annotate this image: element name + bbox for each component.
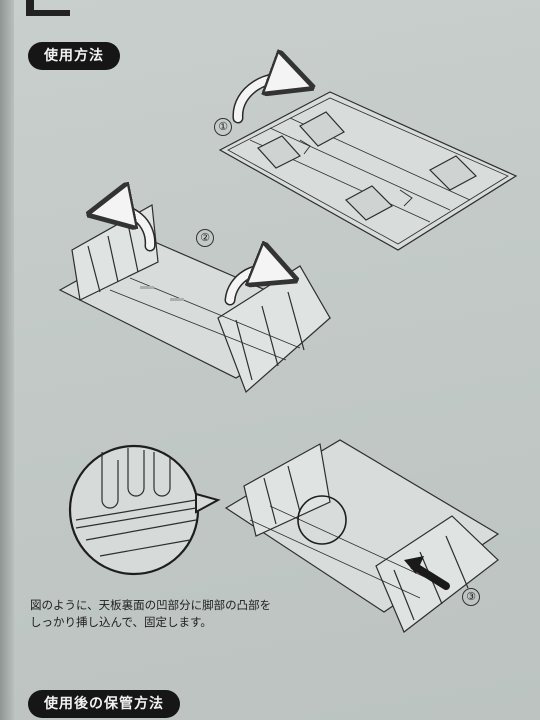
instruction-line-1: 図のように、天板裏面の凹部分に脚部の凸部を [30,598,272,612]
push-arrow-icon [410,562,450,590]
section-title-usage: 使用方法 [28,42,120,70]
section-title-storage: 使用後の保管方法 [28,690,180,718]
step-number-1: ① [214,118,232,136]
step2-folding-legs [58,204,332,394]
detail-circle [297,495,347,545]
top-rule-bar [26,10,70,16]
page-edge [0,0,14,720]
magnify-callout-icon [68,444,221,576]
step-number-2: ② [196,229,214,247]
step1-flat-tray [218,91,518,251]
step-number-3: ③ [462,588,480,606]
top-rule [26,0,34,16]
instruction-text: 図のように、天板裏面の凹部分に脚部の凸部を しっかり挿し込んで、固定します。 [30,597,330,631]
instruction-line-2: しっかり挿し込んで、固定します。 [30,615,212,629]
